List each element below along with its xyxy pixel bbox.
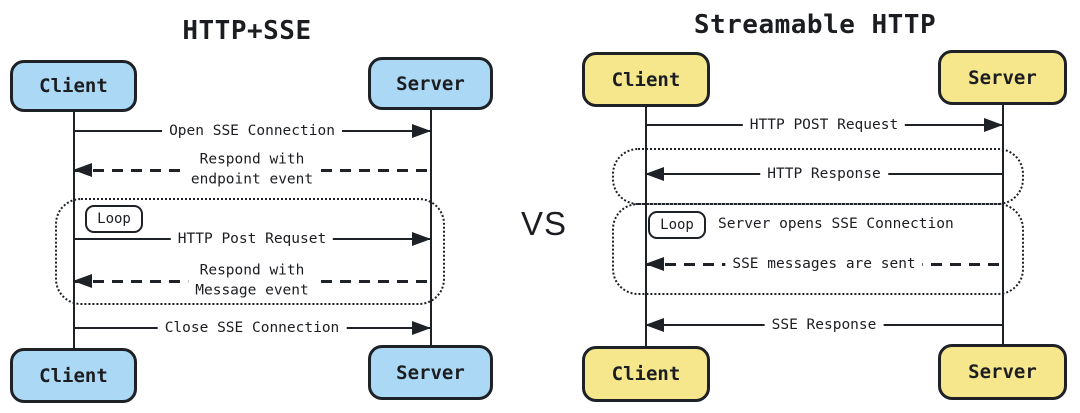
arrowhead-right-icon [984,118,1003,132]
left-client-lifeline [72,112,75,348]
right-msg-sse-response-label: SSE Response [764,313,884,337]
left-server-bottom-box: Server [368,345,493,400]
right-server-lifeline [1001,105,1004,344]
right-loop-badge-label: Loop [660,217,694,233]
right-server-bottom-label: Server [968,361,1037,383]
right-server-bottom-box: Server [938,344,1067,400]
right-diagram-title: Streamable HTTP [693,10,937,40]
right-client-bottom-box: Client [582,346,710,402]
arrowhead-left-icon [645,257,664,271]
right-msg-sse-messages-label: SSE messages are sent [725,252,923,276]
right-server-top-label: Server [968,66,1037,89]
arrowhead-right-icon [412,124,431,138]
left-client-top-box: Client [10,60,137,112]
left-client-bottom-box: Client [10,348,137,403]
arrowhead-left-icon [73,274,92,288]
left-client-bottom-label: Client [39,364,108,387]
left-server-lifeline [429,110,432,346]
arrowhead-left-icon [645,167,664,181]
right-client-top-box: Client [582,52,710,107]
left-msg-open-sse-label: Open SSE Connection [162,119,342,143]
right-loop-badge: Loop [648,211,706,239]
right-msg-http-response-label: HTTP Response [760,162,888,186]
left-server-bottom-label: Server [396,361,465,384]
label-line-1: Respond with [199,262,305,279]
left-diagram-title: HTTP+SSE [182,16,312,46]
right-client-bottom-label: Client [611,363,681,385]
right-msg-http-post-label: HTTP POST Request [742,113,906,137]
left-loop-box [55,198,445,305]
label-line-2: Message event [195,283,309,299]
left-loop-badge: Loop [85,205,143,233]
label-line-2: endpoint event [190,172,314,188]
right-loop-box [612,203,1024,295]
arrowhead-right-icon [412,321,431,335]
left-server-top-label: Server [396,72,465,95]
right-server-top-box: Server [938,50,1067,105]
right-client-lifeline [644,107,647,346]
right-client-top-label: Client [611,68,681,91]
left-msg-respond-endpoint-label: Respond with endpoint event [183,148,321,192]
vs-divider-label: VS [520,205,568,242]
left-msg-close-sse-label: Close SSE Connection [157,316,347,340]
label-line-1: Respond with [199,151,305,168]
arrowhead-right-icon [412,232,431,246]
left-msg-http-post-label: HTTP Post Requset [170,227,334,251]
arrowhead-left-icon [73,163,92,177]
arrowhead-left-icon [645,318,664,332]
left-msg-respond-message-label: Respond with Message event [188,259,316,303]
left-client-top-label: Client [39,75,108,97]
right-loop-title: Server opens SSE Connection [718,216,954,232]
left-server-top-box: Server [368,57,493,110]
left-loop-badge-label: Loop [97,211,131,227]
